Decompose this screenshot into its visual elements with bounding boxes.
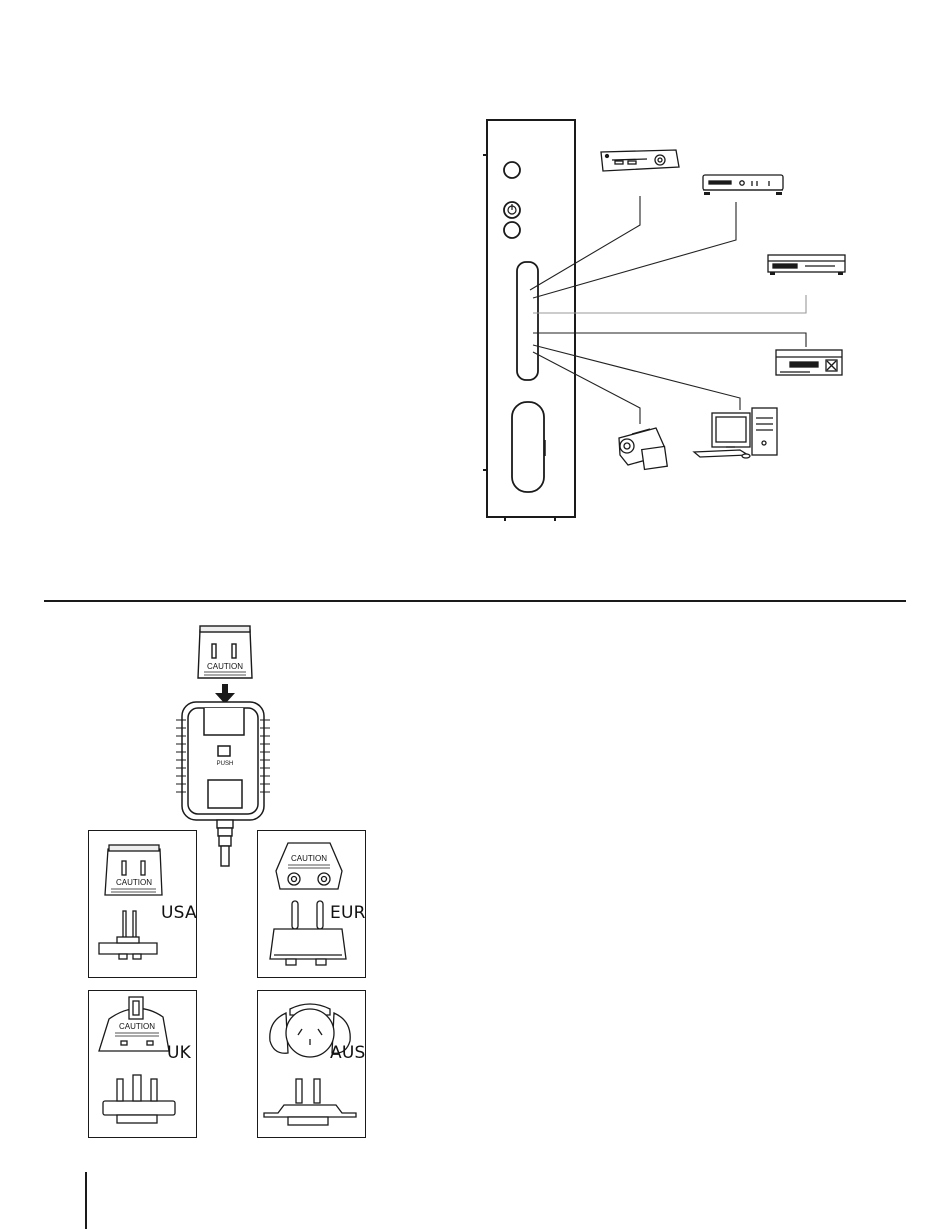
uk-plug-icon: CAUTION — [89, 991, 195, 1136]
push-label: PUSH — [217, 761, 234, 767]
top-button-icon — [504, 162, 520, 178]
plug-frame-usa: CAUTION USA — [88, 830, 197, 978]
adapter-cable — [217, 820, 233, 866]
dvd-player-icon — [768, 255, 845, 275]
connection-lines — [530, 196, 806, 424]
section-divider-line — [44, 600, 906, 602]
plug-label-usa: USA — [161, 903, 197, 923]
plug-label-eur: EUR — [330, 903, 366, 923]
page-margin-rule — [85, 1172, 87, 1229]
plug-frame-uk: CAUTION UK — [88, 990, 197, 1138]
hub-connection-diagram — [0, 0, 950, 560]
hub-device — [483, 120, 575, 521]
plug-frame-eur: CAUTION EUR — [257, 830, 366, 978]
set-top-box-icon — [703, 175, 783, 195]
usa-caution-text: CAUTION — [116, 878, 152, 887]
aus-plug-icon — [258, 991, 364, 1136]
plug-frame-aus: AUS — [257, 990, 366, 1138]
line-computer — [533, 345, 740, 410]
line-set-top-box — [533, 202, 736, 298]
line-vcr — [533, 333, 806, 347]
line-game-console — [530, 196, 640, 290]
computer-icon — [694, 408, 777, 458]
line-dvd-player — [533, 295, 806, 313]
eur-caution-text: CAUTION — [291, 854, 327, 863]
power-button-icon — [504, 202, 520, 218]
lower-button-icon — [504, 222, 520, 238]
game-console-icon — [601, 150, 679, 171]
plug-label-uk: UK — [167, 1043, 191, 1063]
clip-caution-text: CAUTION — [207, 662, 243, 671]
vcr-icon — [776, 350, 842, 375]
line-camcorder — [533, 352, 640, 424]
camcorder-icon — [619, 428, 667, 469]
adapter-plug-clip: CAUTION — [198, 626, 252, 678]
insert-arrow-icon — [215, 684, 235, 704]
port-slot — [517, 262, 538, 380]
front-slot — [512, 402, 544, 492]
adapter-body: PUSH — [176, 702, 270, 820]
uk-caution-text: CAUTION — [119, 1022, 155, 1031]
plug-label-aus: AUS — [330, 1043, 365, 1063]
